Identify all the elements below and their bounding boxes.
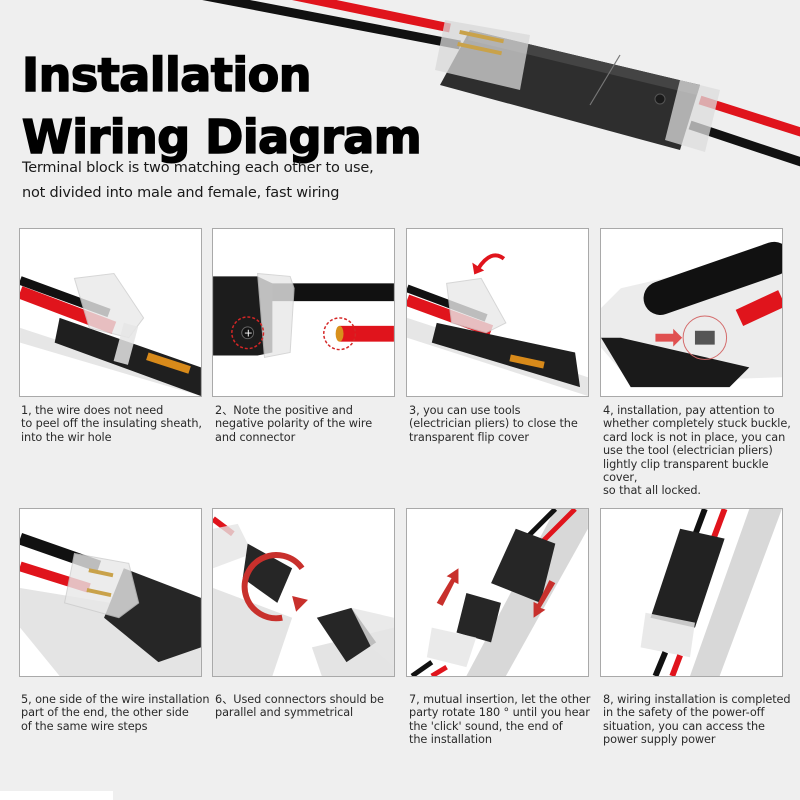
page-title-line2: Wiring Diagram	[21, 110, 422, 164]
step-2-caption: 2、Note the positive and negative polarit…	[215, 404, 373, 444]
step-7-caption: 7, mutual insertion, let the other party…	[409, 693, 591, 747]
step-2-image: +	[212, 228, 395, 397]
step-7-image	[406, 508, 589, 677]
step-6-caption: 6、Used connectors should be parallel and…	[215, 693, 384, 720]
page-title-line1: Installation	[21, 48, 312, 102]
step-4-image	[600, 228, 783, 397]
step-4-caption: 4, installation, pay attention to whethe…	[603, 404, 791, 498]
hero-connector-image	[190, 0, 800, 180]
step-3-caption: 3, you can use tools (electrician pliers…	[409, 404, 578, 444]
step-1-image	[19, 228, 202, 397]
step-5-image	[19, 508, 202, 677]
step-5-caption: 5, one side of the wire installation par…	[21, 693, 210, 733]
subtitle-line1: Terminal block is two matching each othe…	[22, 160, 374, 176]
subtitle-line2: not divided into male and female, fast w…	[22, 185, 340, 201]
step-3-image	[406, 228, 589, 397]
step-1-caption: 1, the wire does not need to peel off th…	[21, 404, 202, 444]
corner-strip	[0, 791, 113, 800]
step-8-image	[600, 508, 783, 677]
step-8-caption: 8, wiring installation is completed in t…	[603, 693, 791, 747]
svg-text:+: +	[244, 327, 253, 340]
step-6-image	[212, 508, 395, 677]
